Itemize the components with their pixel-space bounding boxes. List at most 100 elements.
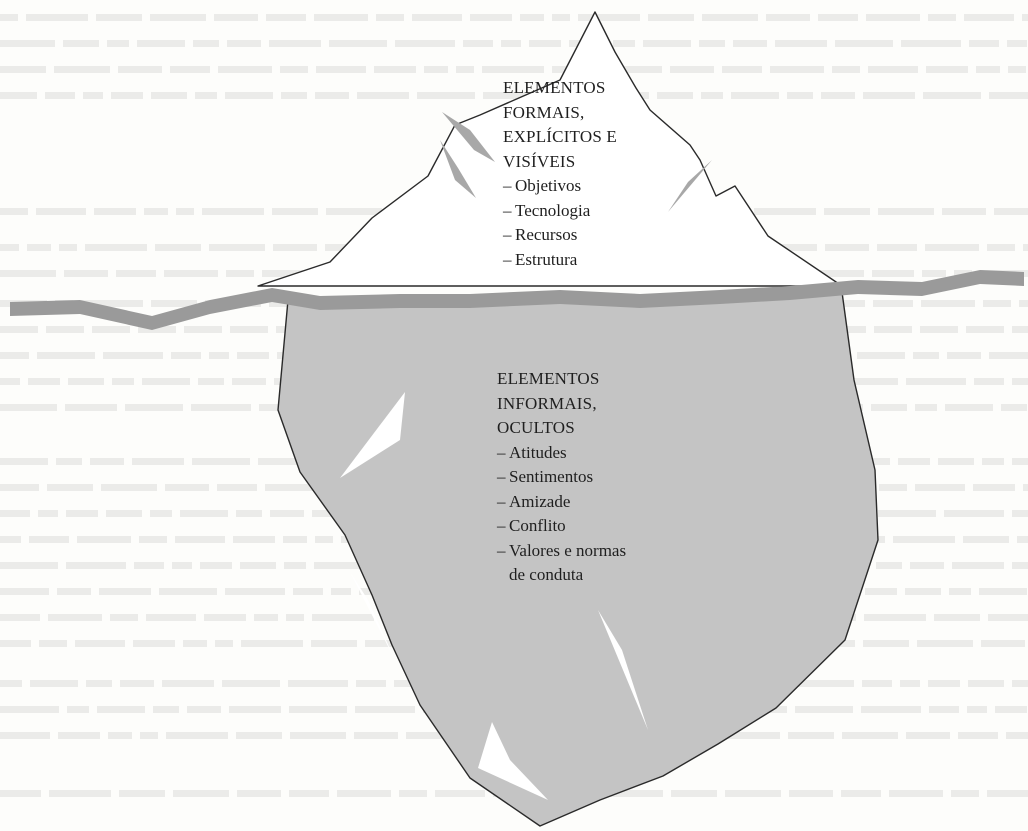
bleed-through-word — [917, 640, 973, 647]
bleed-through-word — [81, 300, 143, 307]
bleed-through-word — [0, 614, 40, 621]
bleed-through-word — [1017, 536, 1028, 543]
bleed-through-word — [0, 352, 29, 359]
bleed-through-word — [870, 458, 890, 465]
bleed-through-word — [132, 458, 184, 465]
bleed-through-word — [54, 66, 110, 73]
bleed-through-word — [133, 640, 175, 647]
bleed-through-word — [315, 92, 349, 99]
bleed-through-word — [824, 208, 870, 215]
bleed-through-word — [942, 208, 986, 215]
bleed-through-word — [85, 244, 147, 251]
bleed-through-word — [928, 680, 960, 687]
list-item: –Objetivos — [503, 174, 617, 199]
bleed-through-word — [137, 40, 185, 47]
iceberg-underwater-mass — [277, 291, 879, 827]
bleed-through-word — [722, 66, 762, 73]
bleed-through-word — [45, 92, 75, 99]
hidden-elements-list: –Atitudes –Sentimentos –Amizade –Conflit… — [497, 441, 626, 588]
bleed-through-word — [108, 732, 132, 739]
list-item: –Estrutura — [503, 248, 617, 273]
bleed-through-word — [0, 244, 19, 251]
bleed-through-word — [229, 706, 281, 713]
list-item-continuation: de conduta — [509, 565, 584, 584]
bleed-through-word — [329, 40, 387, 47]
bleed-through-word — [37, 352, 95, 359]
bleed-through-word — [77, 536, 131, 543]
bleed-through-word — [47, 484, 93, 491]
bleed-through-word — [215, 640, 233, 647]
bleed-through-word — [162, 680, 214, 687]
visible-elements-list: –Objetivos –Tecnologia –Recursos –Estrut… — [503, 174, 617, 272]
bleed-through-word — [0, 208, 28, 215]
bleed-through-word — [0, 378, 20, 385]
bleed-through-word — [0, 40, 55, 47]
list-item-text: Sentimentos — [509, 467, 594, 486]
bleed-through-word — [30, 680, 78, 687]
bleed-through-word — [311, 640, 357, 647]
bleed-through-word — [482, 66, 544, 73]
bleed-through-word — [981, 640, 1025, 647]
bleed-through-word — [406, 732, 446, 739]
bleed-through-word — [787, 92, 813, 99]
bleed-through-word — [120, 680, 154, 687]
bleed-through-word — [865, 588, 897, 595]
bleed-through-word — [766, 14, 810, 21]
bleed-through-word — [613, 40, 635, 47]
bleed-through-word — [814, 270, 864, 277]
bleed-through-word — [968, 680, 1004, 687]
hidden-heading-line: INFORMAIS, — [497, 393, 597, 413]
bleed-through-word — [171, 352, 201, 359]
bleed-through-word — [125, 404, 183, 411]
dash-bullet: – — [503, 200, 512, 220]
bleed-through-word — [270, 510, 304, 517]
bleed-through-word — [958, 732, 998, 739]
bleed-through-word — [187, 706, 221, 713]
bleed-through-word — [871, 404, 907, 411]
bleed-through-word — [356, 680, 386, 687]
bleed-through-word — [920, 326, 958, 333]
bleed-through-word — [699, 40, 725, 47]
bleed-through-word — [0, 484, 39, 491]
list-item-text: Valores e normas — [509, 540, 627, 560]
bleed-through-word — [926, 66, 968, 73]
bleed-through-word — [225, 92, 273, 99]
bleed-through-word — [173, 790, 229, 797]
bleed-through-word — [97, 706, 145, 713]
bleed-through-word — [200, 562, 232, 569]
bleed-through-word — [0, 404, 57, 411]
bleed-through-word — [176, 208, 194, 215]
bleed-through-word — [761, 244, 817, 251]
list-item: –Tecnologia — [503, 199, 617, 224]
bleed-through-word — [222, 680, 280, 687]
bleed-through-word — [289, 706, 347, 713]
bleed-through-word — [821, 92, 855, 99]
bleed-through-word — [842, 732, 898, 739]
bleed-through-word — [770, 66, 824, 73]
bleed-through-word — [879, 484, 907, 491]
bleed-through-word — [979, 588, 1027, 595]
bleed-through-word — [994, 208, 1028, 215]
bleed-through-word — [293, 588, 323, 595]
bleed-through-word — [172, 562, 192, 569]
bleed-through-word — [233, 536, 275, 543]
bleed-through-word — [989, 92, 1028, 99]
bleed-through-word — [456, 66, 474, 73]
bleed-through-word — [49, 790, 111, 797]
bleed-through-word — [195, 92, 217, 99]
bleed-through-word — [864, 614, 926, 621]
bleed-through-word — [38, 510, 58, 517]
bleed-through-word — [150, 14, 206, 21]
bleed-through-word — [331, 588, 351, 595]
bleed-through-word — [283, 536, 307, 543]
bleed-through-word — [424, 66, 448, 73]
bleed-through-word — [893, 536, 955, 543]
bleed-through-word — [86, 680, 112, 687]
bleed-through-word — [155, 244, 201, 251]
bleed-through-word — [889, 790, 943, 797]
bleed-through-word — [906, 378, 966, 385]
bleed-through-word — [65, 404, 117, 411]
bleed-through-word — [204, 614, 246, 621]
